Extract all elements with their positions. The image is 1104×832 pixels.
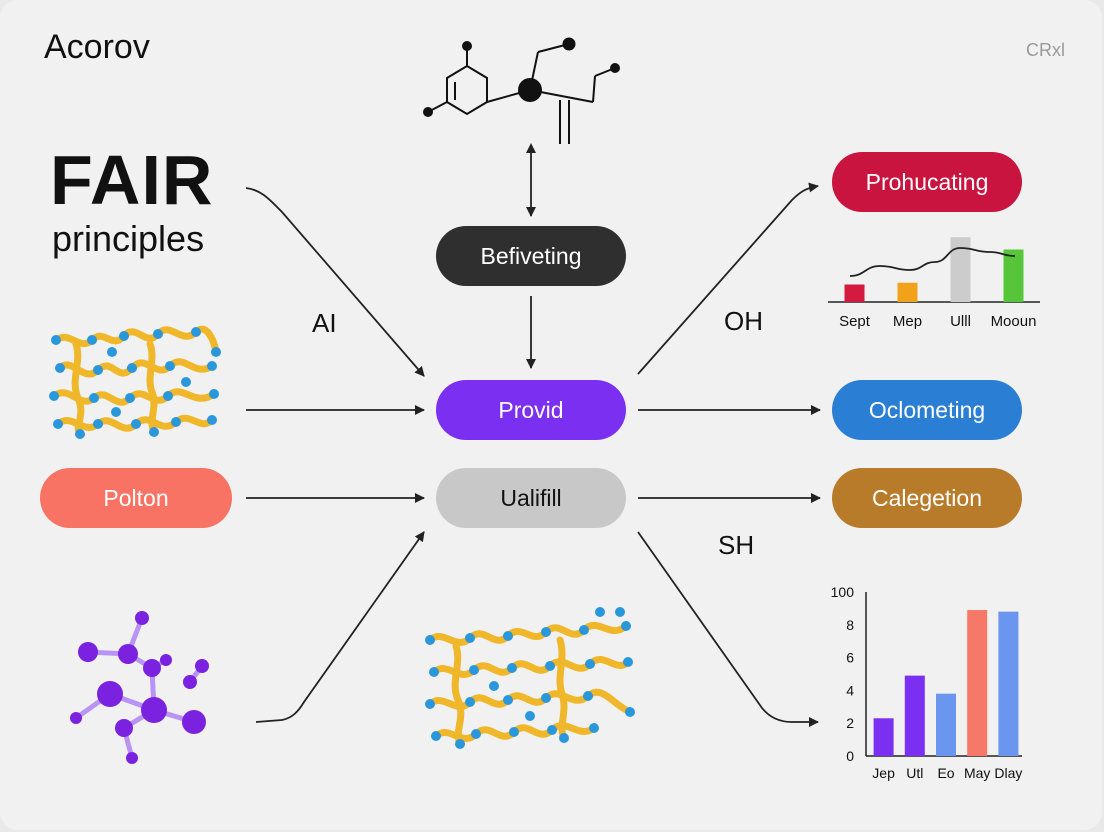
node-ualifill-label: Ualifill xyxy=(500,484,562,511)
protein-chain-icon-bottom xyxy=(425,607,635,749)
chart2-y-tick-label: 6 xyxy=(846,650,854,666)
protein-chain-icon xyxy=(49,325,221,439)
node-prohucating[interactable]: Prohucating xyxy=(832,152,1022,212)
node-oclometing-label: Oclometing xyxy=(868,396,986,423)
chart2-bar xyxy=(936,693,956,756)
arrow-ualifill-to-chart xyxy=(637,531,819,727)
chart-top-right: Sept Mep Ulll Mooun xyxy=(828,237,1040,330)
chart1-bar xyxy=(844,284,865,302)
label-oh: OH xyxy=(724,306,763,336)
chart2-x-tick-label: Eo xyxy=(937,765,954,781)
node-prohucating-label: Prohucating xyxy=(865,168,989,195)
chart1-trend-line xyxy=(849,247,1016,277)
fair-subtitle: principles xyxy=(52,218,205,259)
chart2-y-tick-label: 0 xyxy=(846,748,854,764)
label-sh: SH xyxy=(718,530,755,560)
chart2-bar xyxy=(998,611,1019,756)
label-ai: AI xyxy=(312,308,337,338)
chart1-bar xyxy=(950,237,971,302)
chart1-tick-label: Ulll xyxy=(950,313,971,330)
chart2-y-tick-label: 100 xyxy=(831,584,855,600)
arrow-fair-to-provid xyxy=(245,187,425,377)
chart2-x-tick-label: Dlay xyxy=(994,765,1022,781)
node-calegetion[interactable]: Calegetion xyxy=(832,468,1022,528)
node-ualifill[interactable]: Ualifill xyxy=(436,468,626,528)
chart2-x-tick-label: May xyxy=(964,765,990,781)
chart2-bar xyxy=(873,718,894,756)
node-befiveting-label: Befiveting xyxy=(480,242,582,269)
chart1-bar xyxy=(897,282,918,302)
chart2-bar xyxy=(967,610,988,756)
fair-title: FAIR xyxy=(50,141,214,219)
node-polton[interactable]: Polton xyxy=(40,468,232,528)
chart1-tick-label: Mep xyxy=(893,313,922,330)
brand-label: Acorov xyxy=(44,28,150,66)
atom-cluster-icon xyxy=(70,611,209,764)
arrow-provid-to-prohucating xyxy=(637,182,819,375)
chart1-tick-label: Sept xyxy=(839,313,871,330)
node-oclometing[interactable]: Oclometing xyxy=(832,380,1022,440)
node-befiveting[interactable]: Befiveting xyxy=(436,226,626,286)
arrow-atoms-to-ualifill xyxy=(255,531,425,723)
chart2-y-tick-label: 2 xyxy=(846,715,854,731)
chart1-bar xyxy=(1003,249,1024,302)
chart2-bar xyxy=(904,675,925,756)
node-calegetion-label: Calegetion xyxy=(872,484,982,511)
chart2-y-tick-label: 8 xyxy=(846,617,854,633)
chart2-x-tick-label: Utl xyxy=(906,765,923,781)
chart1-tick-label: Mooun xyxy=(991,313,1037,330)
node-provid[interactable]: Provid xyxy=(436,380,626,440)
node-polton-label: Polton xyxy=(103,484,169,511)
chart2-y-tick-label: 4 xyxy=(846,682,854,698)
node-provid-label: Provid xyxy=(498,396,564,423)
chart2-x-tick-label: Jep xyxy=(872,765,895,781)
corner-label: CRxl xyxy=(1026,40,1065,60)
